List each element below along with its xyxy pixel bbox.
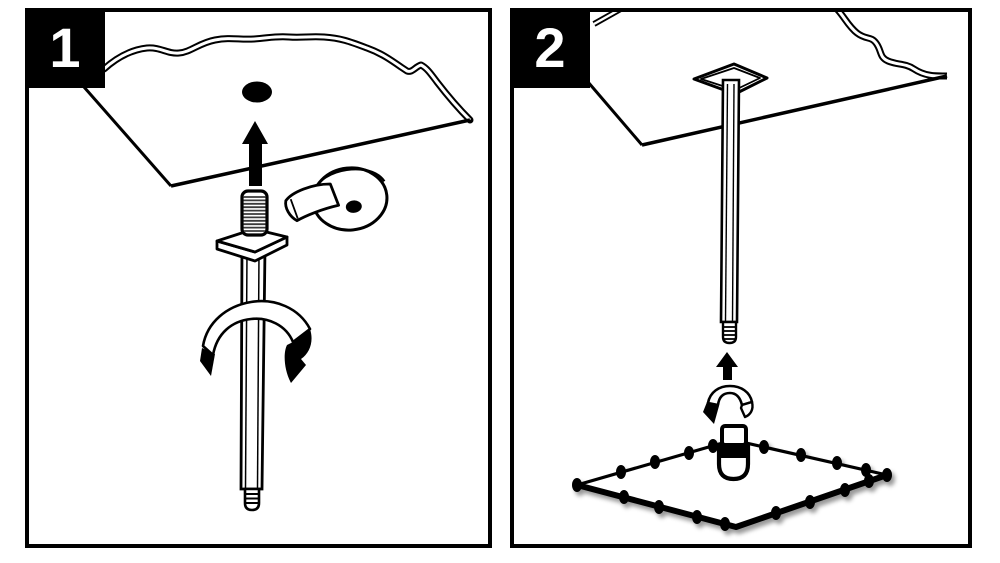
base-plate xyxy=(572,438,892,531)
rotation-arrow-icon xyxy=(703,384,754,424)
step-1-panel: 1 xyxy=(25,8,492,548)
step-1-illustration xyxy=(82,33,474,512)
table-top xyxy=(82,33,474,188)
step-2-number: 2 xyxy=(534,16,566,79)
mounting-hole-icon xyxy=(242,81,272,103)
rotation-arrow-icon xyxy=(200,299,312,383)
step-1-number: 1 xyxy=(49,16,81,79)
up-arrow-icon xyxy=(242,121,268,186)
table-scalloped-edge xyxy=(834,12,948,80)
table-scalloped-edge-inner xyxy=(102,35,472,122)
threaded-stud xyxy=(240,189,269,237)
table-top xyxy=(586,12,948,147)
step-2-number-badge: 2 xyxy=(510,8,590,88)
table-front-edge xyxy=(170,118,471,188)
leg-pole xyxy=(239,246,267,491)
step-2-panel: 2 xyxy=(510,8,972,548)
threaded-tip xyxy=(721,320,738,345)
up-arrow-icon xyxy=(716,352,738,380)
tape-roll-icon xyxy=(284,166,389,232)
table-left-edge xyxy=(82,86,173,187)
step-1-number-badge: 1 xyxy=(25,8,105,88)
base-plate-holes xyxy=(572,439,892,531)
table-front-edge xyxy=(641,74,948,147)
threaded-tip xyxy=(243,487,261,512)
table-left-edge xyxy=(586,81,644,146)
leg-pole xyxy=(719,78,741,324)
foot-knob xyxy=(716,424,751,482)
step-2-illustration xyxy=(572,12,948,531)
